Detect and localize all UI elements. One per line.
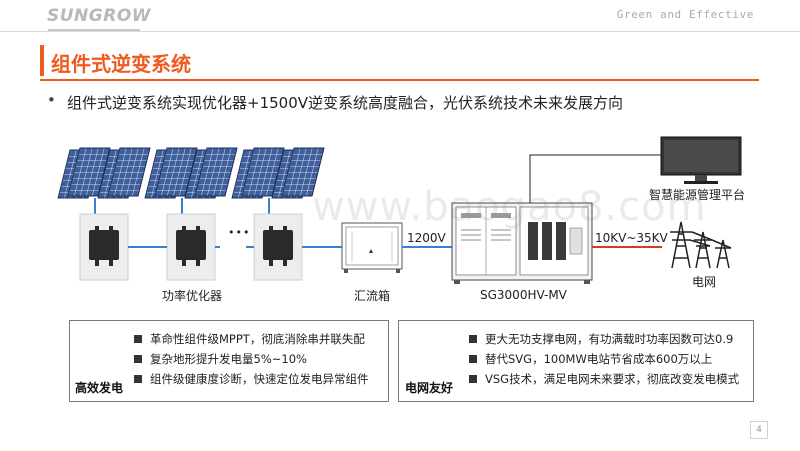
grid-towers-icon xyxy=(670,221,732,269)
page-number: 4 xyxy=(750,421,768,439)
dc-voltage-label: 1200V xyxy=(407,231,446,245)
logo-underline xyxy=(48,29,140,31)
combiner-label: 汇流箱 xyxy=(354,289,391,303)
feature-panel-grid: 电网友好 更大无功支撑电网，有功满载时功率因数可达0.9 替代SVG，100MW… xyxy=(398,320,754,402)
solar-array-2 xyxy=(144,147,238,199)
optimizer-3 xyxy=(253,213,303,281)
platform-label: 智慧能源管理平台 xyxy=(649,188,746,202)
list-item: 替代SVG，100MW电站节省成本600万以上 xyxy=(469,349,739,369)
list-item: 复杂地形提升发电量5%~10% xyxy=(134,349,369,369)
feature-panel-efficiency: 高效发电 革命性组件级MPPT，彻底消除串并联失配 复杂地形提升发电量5%~10… xyxy=(69,320,389,402)
title-underline xyxy=(40,79,759,81)
optimizer-label: 功率优化器 xyxy=(162,289,223,303)
list-item: 更大无功支撑电网，有功满载时功率因数可达0.9 xyxy=(469,329,739,349)
feature-title-efficiency: 高效发电 xyxy=(75,381,124,395)
monitor-icon xyxy=(660,136,742,184)
header-divider xyxy=(0,31,800,32)
intro-bullet: 组件式逆变系统实现优化器+1500V逆变系统高度融合，光伏系统技术未来发展方向 xyxy=(67,94,624,112)
inverter-label: SG3000HV-MV xyxy=(480,288,567,302)
grid-label: 电网 xyxy=(692,275,717,289)
inverter-cabinet xyxy=(451,202,593,284)
title-accent-bar xyxy=(40,45,44,76)
list-item: 组件级健康度诊断，快速定位发电异常组件 xyxy=(134,369,369,389)
list-item: 革命性组件级MPPT，彻底消除串并联失配 xyxy=(134,329,369,349)
solar-array-1 xyxy=(57,147,151,199)
optimizer-1 xyxy=(79,213,129,281)
combiner-box xyxy=(341,222,403,273)
optimizer-2 xyxy=(166,213,216,281)
feature-title-grid: 电网友好 xyxy=(405,381,454,395)
ac-voltage-label: 10KV~35KV xyxy=(595,231,668,245)
bullet-dot: • xyxy=(47,91,56,109)
optimizer-ellipsis: ••• xyxy=(228,226,251,239)
feature-list-efficiency: 革命性组件级MPPT，彻底消除串并联失配 复杂地形提升发电量5%~10% 组件级… xyxy=(134,329,369,389)
tagline: Green and Effective xyxy=(616,8,754,21)
sungrow-logo: SUNGROW xyxy=(47,6,152,26)
solar-array-3 xyxy=(231,147,325,199)
page-title: 组件式逆变系统 xyxy=(51,52,191,76)
list-item: VSG技术，满足电网未来要求，彻底改变发电模式 xyxy=(469,369,739,389)
feature-list-grid: 更大无功支撑电网，有功满载时功率因数可达0.9 替代SVG，100MW电站节省成… xyxy=(469,329,739,389)
